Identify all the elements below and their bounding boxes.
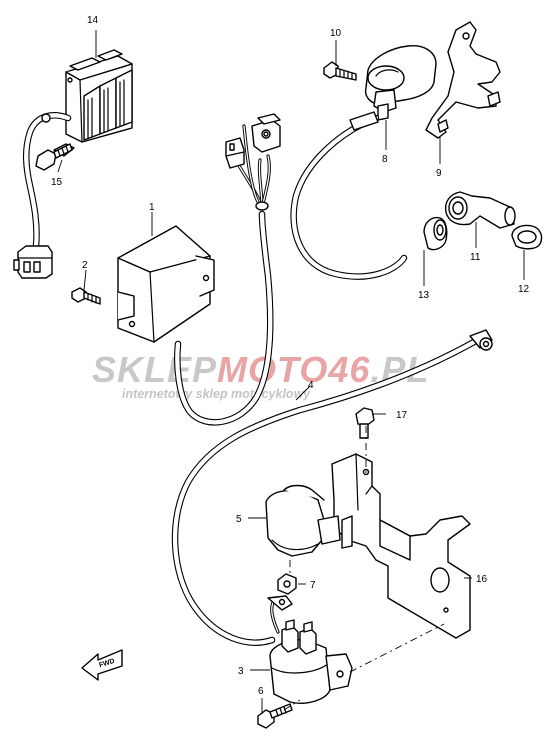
fwd-arrow-icon: FWD <box>81 649 123 681</box>
lead-wire <box>171 329 493 646</box>
cdi-bolt <box>71 287 101 305</box>
callout-14: 14 <box>87 15 99 26</box>
part-numbers: 14 15 1 2 10 8 9 11 12 13 4 17 5 7 16 3 … <box>51 15 530 697</box>
grommet <box>423 216 448 251</box>
callout-15: 15 <box>51 177 63 188</box>
callout-3: 3 <box>238 666 244 677</box>
spark-plug-cap <box>444 191 516 229</box>
callout-2: 2 <box>82 260 88 271</box>
callout-10: 10 <box>330 28 342 39</box>
fwd-label: FWD <box>98 658 115 670</box>
cdi-unit <box>117 113 281 426</box>
regulator-rectifier <box>13 49 133 279</box>
callout-17: 17 <box>396 410 408 421</box>
relay-bolt <box>257 703 293 729</box>
assembly-lines <box>283 426 445 711</box>
coil-bolt <box>323 61 357 81</box>
regulator-bolt <box>35 143 75 171</box>
callout-9: 9 <box>436 168 442 179</box>
bracket-bolt <box>355 407 375 439</box>
callout-13: 13 <box>418 290 430 301</box>
callout-8: 8 <box>382 154 388 165</box>
callout-6: 6 <box>258 686 264 697</box>
callout-5: 5 <box>236 514 242 525</box>
relay-cover <box>265 484 341 557</box>
callout-1: 1 <box>149 202 155 213</box>
terminal-nut <box>277 573 297 595</box>
watermark: SKLEPMOTO46.PL internetowy sklep motocyk… <box>92 349 429 401</box>
watermark-tagline: internetowy sklep motocyklowy <box>122 387 311 401</box>
watermark-brand: SKLEPMOTO46.PL <box>92 349 429 390</box>
coil-bracket <box>425 21 501 139</box>
starter-relay <box>267 595 353 704</box>
ignition-coil <box>290 45 437 280</box>
plug-cap-cover <box>511 224 543 250</box>
callout-16: 16 <box>476 574 488 585</box>
relay-bracket <box>331 453 471 639</box>
callout-leaders <box>57 30 525 714</box>
callout-11: 11 <box>470 252 481 263</box>
callout-4: 4 <box>308 380 314 391</box>
callout-7: 7 <box>310 580 316 591</box>
callout-12: 12 <box>518 284 530 295</box>
